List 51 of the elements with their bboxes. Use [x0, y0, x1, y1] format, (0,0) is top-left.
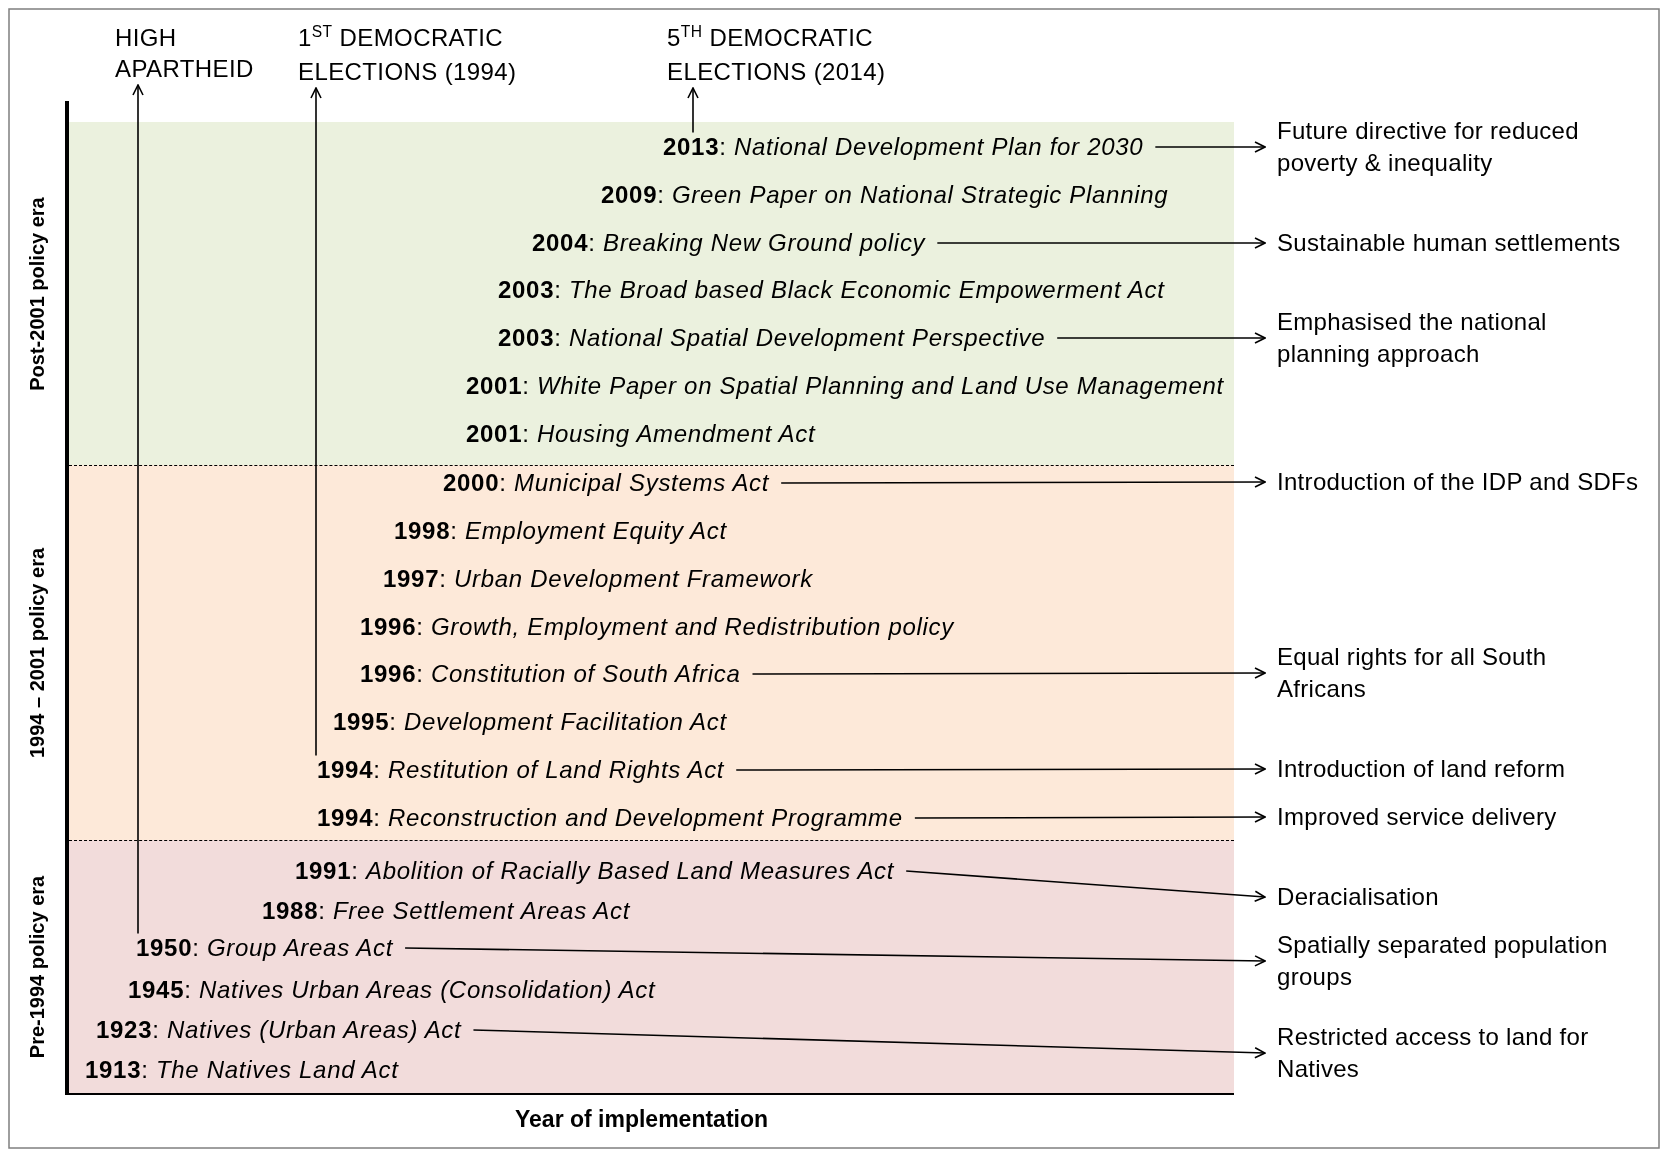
policy-entry: 2004: Breaking New Ground policy: [532, 228, 926, 258]
policy-entry: 1950: Group Areas Act: [136, 933, 394, 963]
policy-entry: 2001: Housing Amendment Act: [466, 419, 816, 449]
arrow: [735, 763, 1266, 775]
arrow: [914, 811, 1266, 823]
policy-entry: 1945: Natives Urban Areas (Consolidation) Act: [128, 975, 656, 1005]
policy-entry: 1998: Employment Equity Act: [394, 516, 727, 546]
milestone-label: 1$^{ST}$ DEMOCRATIC ELECTIONS (1994): [298, 22, 538, 87]
policy-entry: 1913: The Natives Land Act: [85, 1055, 399, 1085]
policy-entry: 2001: White Paper on Spatial Planning and Land Use Management: [466, 371, 1224, 401]
policy-entry: 1997: Urban Development Framework: [383, 564, 813, 594]
arrow: [780, 476, 1266, 488]
arrow: [1154, 141, 1266, 153]
outcome-text: Improved service delivery: [1277, 801, 1657, 833]
outcome-text: Introduction of land reform: [1277, 753, 1657, 785]
arrow: [404, 947, 1266, 967]
arrow: [905, 870, 1266, 903]
milestone-label: 5$^{TH}$ DEMOCRATIC ELECTIONS (2014): [667, 22, 907, 87]
policy-entry: 1994: Reconstruction and Development Programme: [317, 803, 903, 833]
era-label: Pre-1994 policy era: [25, 875, 49, 1059]
outcome-text: Emphasised the national planning approach: [1277, 306, 1577, 370]
era-label: 1994 – 2001 policy era: [25, 547, 49, 759]
arrow: [310, 87, 322, 757]
policy-entry: 2003: The Broad based Black Economic Empowerment Act: [498, 275, 1165, 305]
milestone-label: HIGH APARTHEID: [115, 22, 290, 84]
policy-entry: 1991: Abolition of Racially Based Land Measures Act: [295, 856, 895, 886]
outcome-text: Equal rights for all South Africans: [1277, 641, 1567, 705]
arrow: [936, 237, 1266, 249]
policy-entry: 2003: National Spatial Development Perspective: [498, 323, 1046, 353]
policy-entry: 2013: National Development Plan for 2030: [663, 132, 1144, 162]
era-label: Post-2001 policy era: [25, 196, 49, 391]
arrow: [472, 1029, 1266, 1059]
arrow: [1056, 332, 1266, 344]
policy-entry: 1996: Constitution of South Africa: [360, 659, 741, 689]
outcome-text: Sustainable human settlements: [1277, 227, 1657, 259]
arrow: [687, 87, 699, 134]
arrow: [132, 84, 144, 935]
policy-entry: 1988: Free Settlement Areas Act: [262, 896, 631, 926]
outcome-text: Restricted access to land for Natives: [1277, 1021, 1617, 1085]
policy-entry: 2009: Green Paper on National Strategic Planning: [601, 180, 1169, 210]
outcome-text: Introduction of the IDP and SDFs: [1277, 466, 1657, 498]
outcome-text: Future directive for reduced poverty & inequality: [1277, 115, 1617, 179]
policy-entry: 2000: Municipal Systems Act: [443, 468, 770, 498]
policy-entry: 1994: Restitution of Land Rights Act: [317, 755, 725, 785]
policy-entry: 1996: Growth, Employment and Redistribution policy: [360, 612, 954, 642]
arrow: [751, 667, 1266, 679]
policy-entry: 1923: Natives (Urban Areas) Act: [96, 1015, 462, 1045]
axis-title: Year of implementation: [515, 1106, 769, 1133]
outcome-text: Deracialisation: [1277, 881, 1657, 913]
outcome-text: Spatially separated population groups: [1277, 929, 1627, 993]
policy-entry: 1995: Development Facilitation Act: [333, 707, 727, 737]
